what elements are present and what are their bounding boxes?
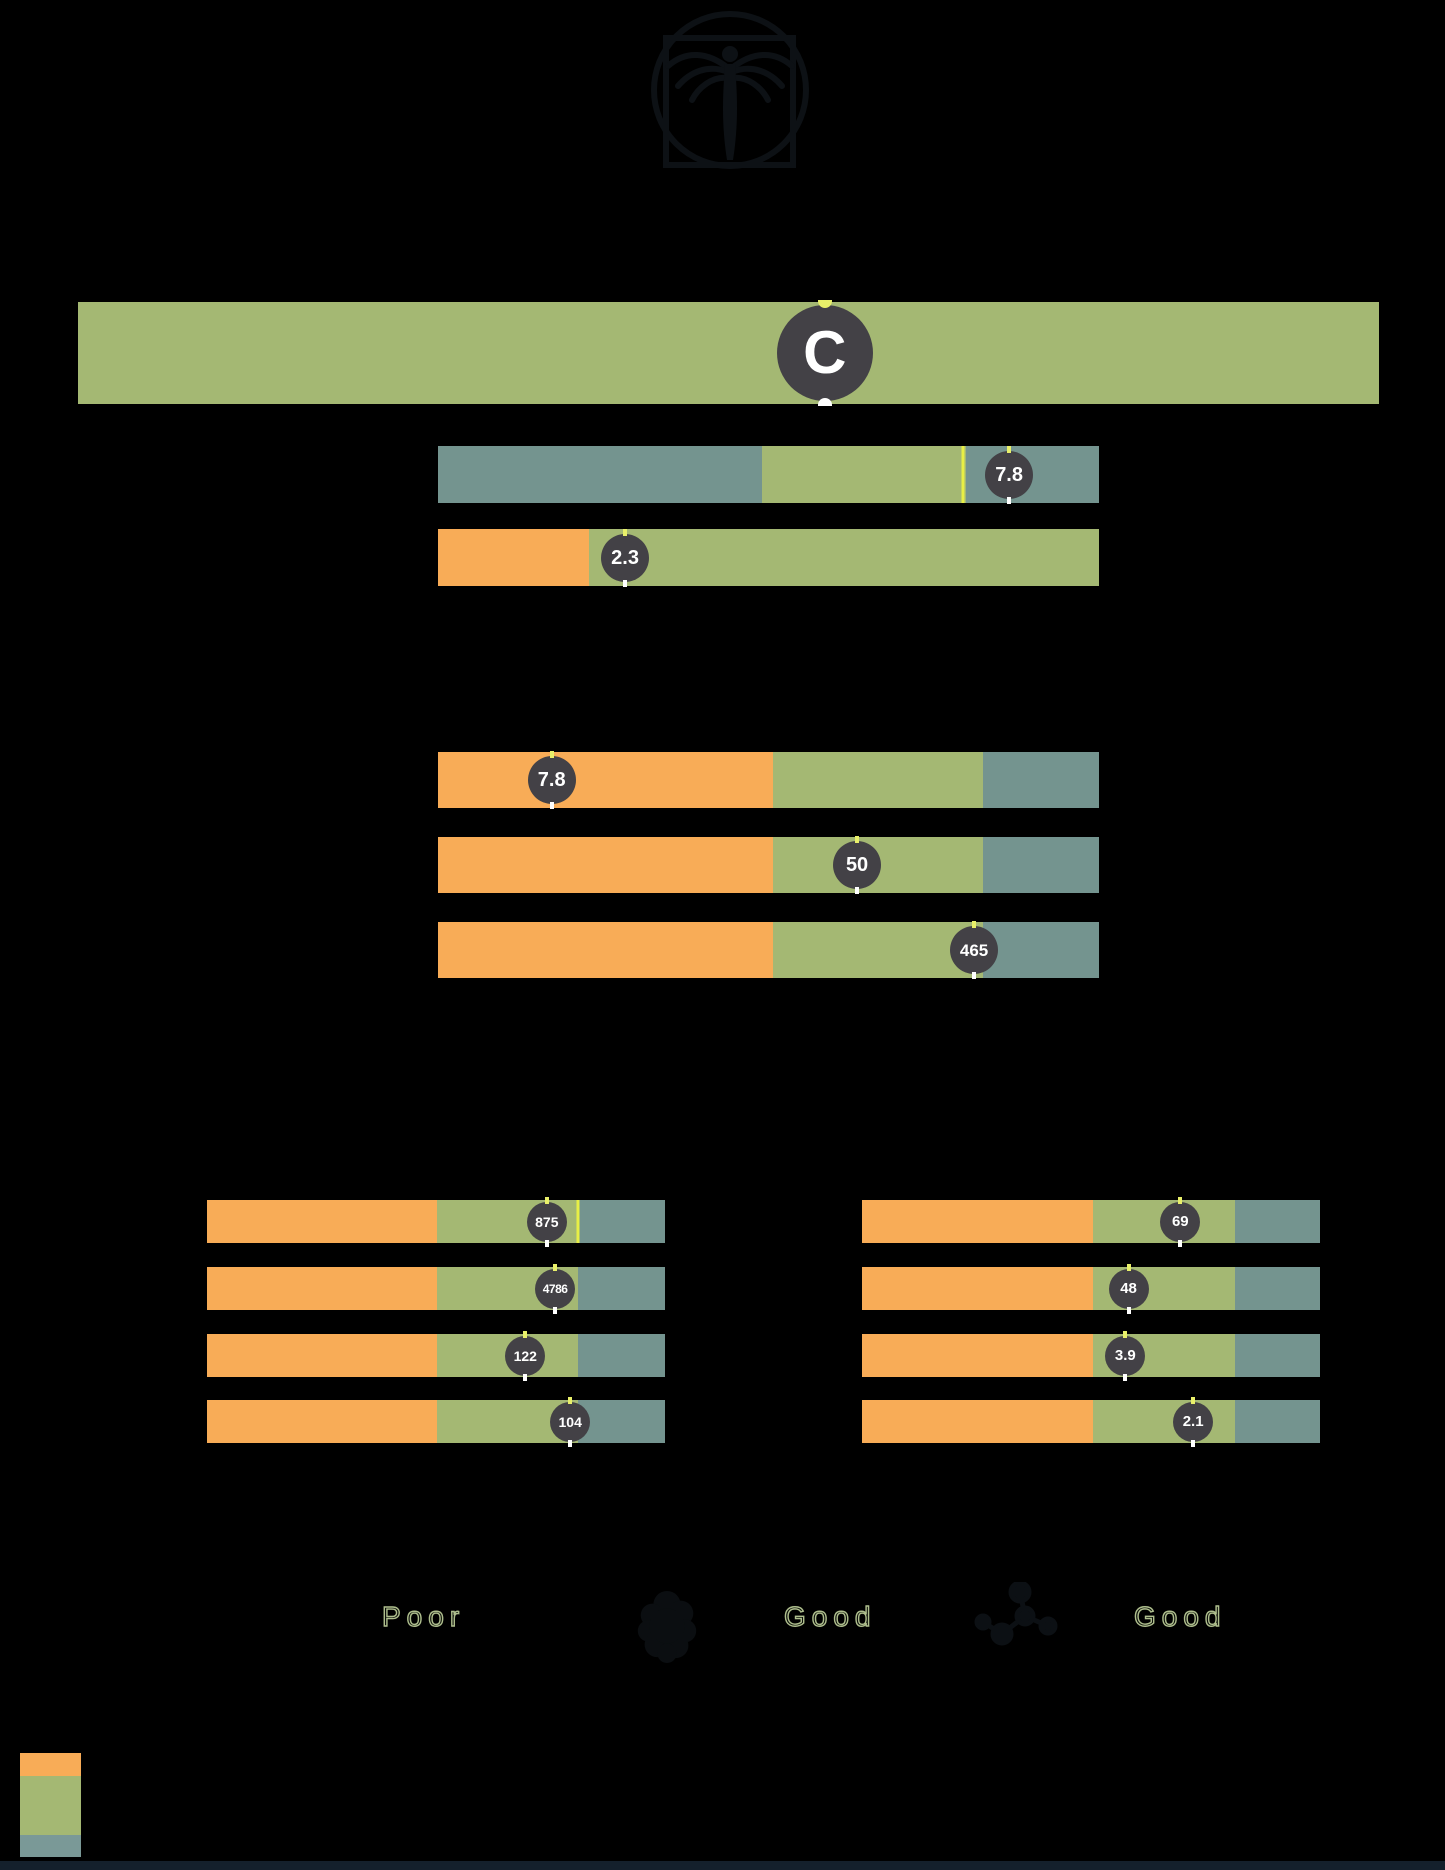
value-badge: 69 [1160,1201,1201,1242]
value-badge: 3.9 [1105,1335,1146,1376]
gauge-segment-orange [438,752,774,808]
key-swatch-orange [20,1753,81,1776]
score-gauge: 875 [207,1200,665,1243]
gauge-segment-olive [1093,1400,1235,1443]
gauge-segment-olive [773,752,983,808]
threshold-marker-line [576,1200,580,1243]
gauge-segment-orange [207,1267,437,1310]
gauge-segment-teal [578,1334,665,1377]
gauge-segment-orange [207,1200,437,1243]
gauge-segment-teal [578,1200,665,1243]
score-gauge: 3.9 [862,1334,1320,1377]
value-badge: 2.1 [1173,1401,1214,1442]
value-badge: 465 [950,926,999,974]
gauge-segment-teal [982,922,1099,978]
gauge-segment-teal [578,1267,665,1310]
gauge-segment-olive [761,446,967,503]
gauge-segment-orange [862,1400,1094,1443]
score-gauge: 2.1 [862,1400,1320,1443]
color-key [20,1753,81,1857]
legend-label-good-brain: Good [783,1600,877,1632]
gauge-segment-teal [1234,1200,1320,1243]
gauge-segment-orange [207,1334,437,1377]
legend-label-poor: Poor [381,1600,466,1632]
score-gauge: 2.3 [438,529,1099,586]
gauge-segment-olive [773,922,983,978]
overall-grade-bar: C [78,302,1379,404]
overall-grade-badge: C [776,305,873,401]
value-badge: 50 [833,841,882,889]
score-gauge: 69 [862,1200,1320,1243]
score-gauge: 7.8 [438,752,1099,808]
score-gauge: 104 [207,1400,665,1443]
value-badge: 104 [550,1401,591,1442]
threshold-marker-line [961,446,965,503]
value-badge: 122 [505,1335,546,1376]
gauge-segment-olive [78,302,1379,404]
gauge-segment-teal [1234,1400,1320,1443]
gauge-segment-orange [862,1267,1094,1310]
score-gauge: 465 [438,922,1099,978]
score-gauge: 50 [438,837,1099,893]
key-swatch-olive [20,1776,81,1835]
value-badge: 4786 [535,1268,576,1309]
gauge-segment-olive [588,529,1099,586]
gauge-segment-teal [578,1400,665,1443]
legend-label-good-molecule: Good [1133,1600,1227,1632]
gauge-segment-orange [862,1334,1094,1377]
value-badge: 875 [526,1201,567,1242]
footer-strip [0,1861,1445,1870]
gauge-segment-orange [862,1200,1094,1243]
value-badge: 48 [1108,1268,1149,1309]
molecule-icon [974,1582,1058,1646]
gauge-segment-teal [982,752,1099,808]
score-gauge: 48 [862,1267,1320,1310]
score-gauge: 122 [207,1334,665,1377]
brain-icon [637,1590,697,1663]
gauge-segment-orange [207,1400,437,1443]
gauge-segment-teal [982,837,1099,893]
key-swatch-teal [20,1835,81,1857]
value-badge: 7.8 [527,756,576,804]
gauge-segment-orange [438,922,774,978]
gauge-segment-orange [438,837,774,893]
score-gauge: 4786 [207,1267,665,1310]
score-gauge: 7.8 [438,446,1099,503]
value-badge: 7.8 [985,450,1034,499]
gauge-segment-orange [438,529,589,586]
value-badge: 2.3 [601,533,650,582]
vitruvian-logo-icon [651,11,809,169]
gauge-segment-teal [438,446,762,503]
gauge-segment-teal [1234,1267,1320,1310]
gauge-segment-teal [1234,1334,1320,1377]
